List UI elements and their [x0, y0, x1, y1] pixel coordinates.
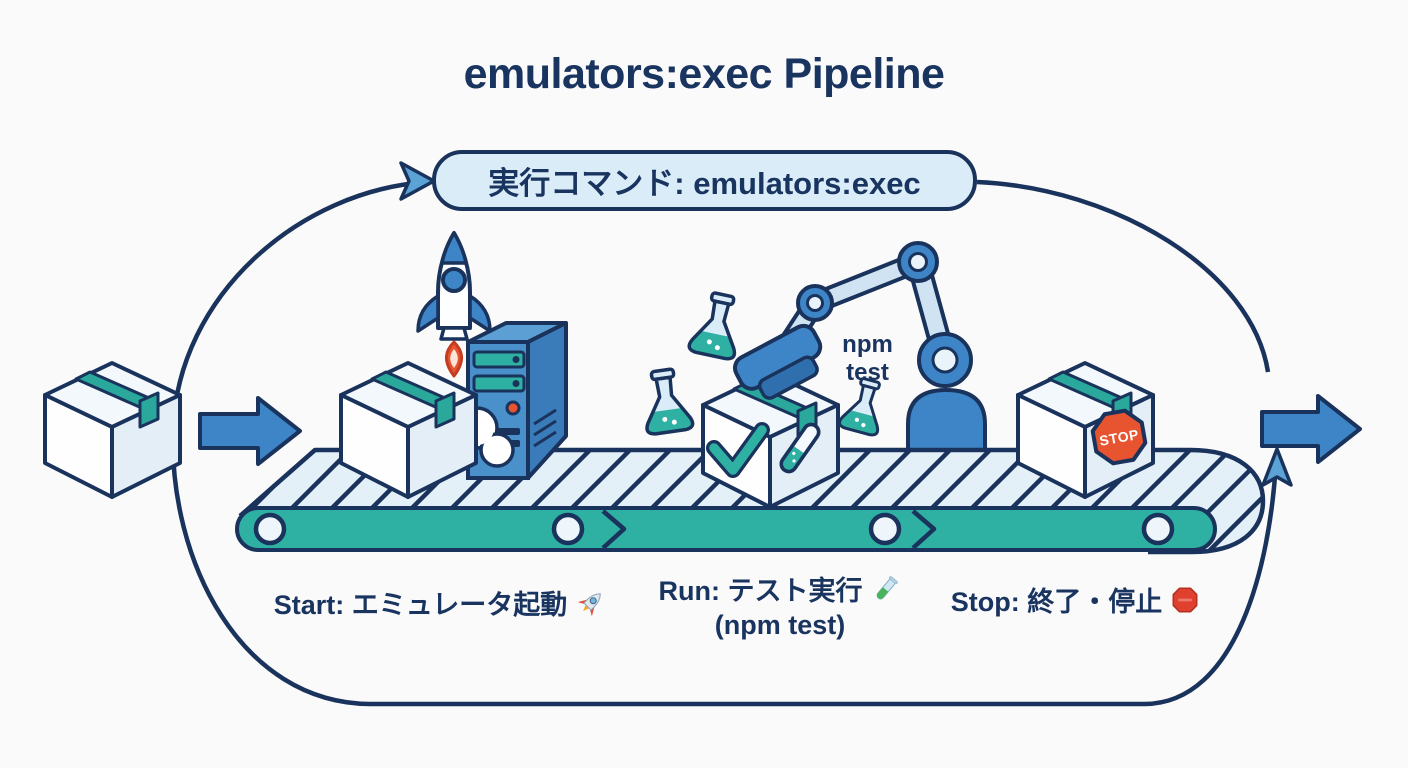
stop-sign-emoji-icon [1172, 587, 1198, 612]
stop-station-label: Stop: 終了・停止 [915, 580, 1235, 619]
flask-icon [687, 291, 737, 361]
test-tube-sticker-icon [779, 422, 821, 474]
exec-command-box: 実行コマンド: emulators:exec [432, 150, 977, 211]
test-tube-emoji-icon [877, 575, 899, 599]
input-package-box [43, 361, 182, 499]
conveyor-roller [253, 512, 287, 546]
conveyor-roller [1141, 512, 1175, 546]
flask-icon [838, 377, 881, 437]
conveyor-roller [551, 512, 585, 546]
loop-arrow-path [170, 161, 1293, 707]
loop-return-arrowhead-icon [1261, 447, 1293, 487]
page-title: emulators:exec Pipeline [463, 50, 945, 98]
stop-sign-icon: STOP [1090, 408, 1148, 466]
server-icon [466, 321, 568, 480]
robot-arm [732, 241, 973, 400]
npm-test-annotation: npm test [842, 331, 893, 386]
stop-sign-text: STOP [1098, 426, 1140, 449]
robot-gripper-icon [732, 323, 823, 400]
rocket-icon [416, 231, 492, 378]
rocket-emoji-icon [577, 592, 602, 616]
exec-command-label: 実行コマンド: emulators:exec [488, 166, 921, 201]
run-station-label: Run: テスト実行 (npm test) [625, 569, 935, 641]
exit-arrow-icon [1260, 394, 1362, 464]
loop-entry-arrowhead-icon [399, 161, 436, 201]
entry-arrow-icon [198, 396, 302, 466]
conveyor-roller [868, 512, 902, 546]
start-station-label: Start: エミュレータ起動 [250, 583, 630, 622]
checkmark-icon [706, 422, 770, 478]
flask-icon [645, 367, 695, 436]
